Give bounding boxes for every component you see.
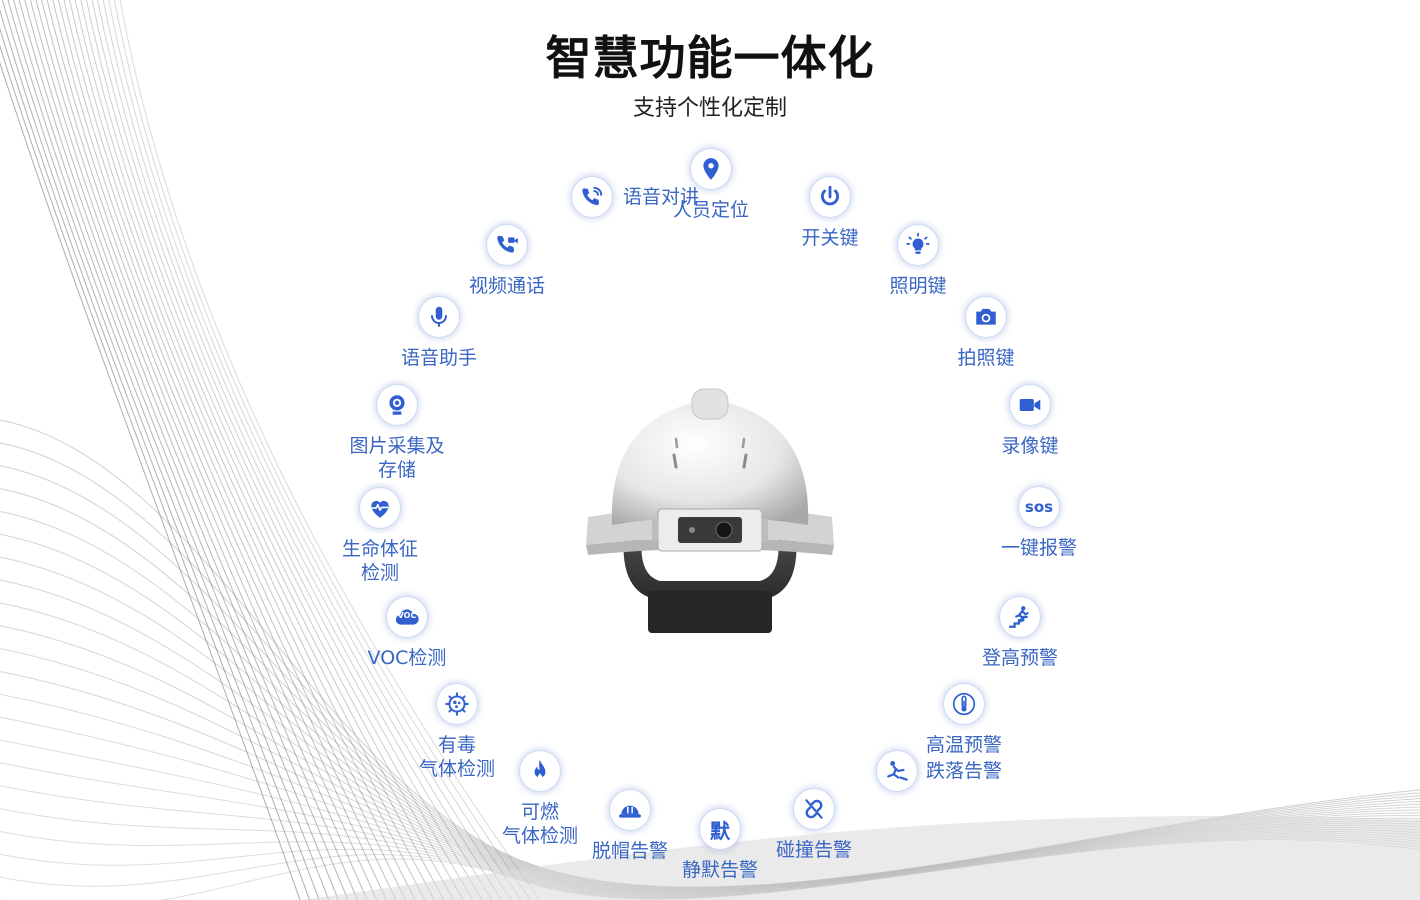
background-line	[13, 0, 359, 900]
background-line	[18, 0, 368, 900]
feature-photo: 拍照键	[916, 296, 1056, 370]
voc-cloud-icon: VOC	[386, 596, 428, 638]
heart-pulse-icon	[359, 487, 401, 529]
feature-flammable: 可燃 气体检测	[470, 750, 610, 848]
feature-intercom: 语音对讲	[571, 176, 699, 218]
feature-heat: 高温预警	[894, 683, 1034, 757]
background-line	[1, 0, 339, 900]
feature-record: 录像键	[960, 384, 1100, 458]
feature-location: 人员定位	[641, 148, 781, 222]
silent-icon: 默	[699, 808, 741, 850]
feature-label: 照明键	[889, 275, 947, 297]
feature-label: 录像键	[1001, 435, 1059, 457]
background-line	[0, 9, 330, 900]
feature-label: 可燃 气体检测	[501, 801, 578, 847]
sos-icon-text: sos	[1024, 498, 1054, 516]
helmet-icon	[609, 789, 651, 831]
climbing-icon	[999, 596, 1041, 638]
feature-label: 图片采集及 存储	[349, 435, 445, 481]
feature-collision: 碰撞告警	[744, 788, 884, 862]
thermometer-icon	[943, 683, 985, 725]
background-shade	[300, 816, 1420, 900]
background-line	[91, 0, 493, 900]
feature-label: 视频通话	[468, 275, 545, 297]
feature-label: 碰撞告警	[775, 839, 852, 861]
camera-icon	[965, 296, 1007, 338]
background-line	[80, 0, 474, 900]
feature-assistant: 语音助手	[369, 296, 509, 370]
location-pin-icon	[690, 148, 732, 190]
background-line	[63, 0, 445, 900]
feature-silent: 默 静默告警	[650, 808, 790, 882]
microphone-icon	[418, 296, 460, 338]
silent-icon-text: 默	[710, 818, 730, 843]
background-line	[46, 0, 416, 900]
background-line	[113, 0, 531, 900]
feature-voc: VOC VOC检测	[337, 596, 477, 670]
power-icon	[809, 176, 851, 218]
feature-label: 脱帽告警	[591, 840, 668, 862]
background-line	[24, 0, 378, 900]
background-line	[69, 0, 455, 900]
phone-signal-icon	[571, 176, 613, 218]
feature-label: 拍照键	[957, 347, 1015, 369]
feature-toxic: 有毒 气体检测	[387, 683, 527, 781]
feature-label: 人员定位	[672, 199, 749, 221]
broken-link-icon	[793, 788, 835, 830]
background-line	[97, 0, 503, 900]
feature-label: 静默告警	[681, 859, 758, 881]
feature-label: 有毒 气体检测	[418, 734, 495, 780]
feature-image: 图片采集及 存储	[327, 384, 467, 482]
flame-icon	[519, 750, 561, 792]
feature-label: 高温预警	[925, 734, 1002, 756]
background-line	[35, 0, 397, 900]
page-subtitle: 支持个性化定制	[632, 96, 787, 121]
background-line	[29, 0, 387, 900]
feature-fall: 跌落告警	[876, 750, 1002, 792]
smart-helmet-image	[586, 388, 834, 633]
sos-icon: sos	[1018, 486, 1060, 528]
feature-label: 生命体征 检测	[341, 538, 418, 584]
background-line	[108, 0, 522, 900]
webcam-icon	[376, 384, 418, 426]
feature-sos: sos 一键报警	[969, 486, 1109, 560]
feature-climb: 登高预警	[950, 596, 1090, 670]
background-line	[41, 0, 407, 900]
background-line	[119, 0, 541, 900]
feature-hat-off: 脱帽告警	[560, 789, 700, 863]
toxic-gas-icon	[436, 683, 478, 725]
background-line	[0, 27, 320, 900]
background-line	[74, 0, 464, 900]
feature-label: 开关键	[801, 227, 859, 249]
feature-light: 照明键	[848, 224, 988, 298]
feature-video-call: 视频通话	[437, 224, 577, 298]
background-line	[57, 0, 435, 900]
feature-label: 语音助手	[400, 347, 477, 369]
voc-icon-text: VOC	[397, 611, 417, 620]
background-line	[0, 61, 301, 900]
background-line	[85, 0, 483, 900]
feature-label: 登高预警	[981, 647, 1058, 669]
feature-power: 开关键	[760, 176, 900, 250]
background-line	[52, 0, 426, 900]
background-line	[102, 0, 512, 900]
fall-icon	[876, 750, 918, 792]
feature-label: 跌落告警	[926, 760, 1003, 782]
feature-vitals: 生命体征 检测	[310, 487, 450, 585]
feature-label: VOC检测	[367, 647, 447, 669]
light-bulb-icon	[897, 224, 939, 266]
page-title: 智慧功能一体化	[545, 31, 875, 85]
video-call-icon	[486, 224, 528, 266]
video-camera-icon	[1009, 384, 1051, 426]
background-line	[0, 44, 311, 900]
background-line	[7, 0, 349, 900]
feature-label: 语音对讲	[623, 186, 700, 208]
feature-label: 一键报警	[1000, 537, 1077, 559]
